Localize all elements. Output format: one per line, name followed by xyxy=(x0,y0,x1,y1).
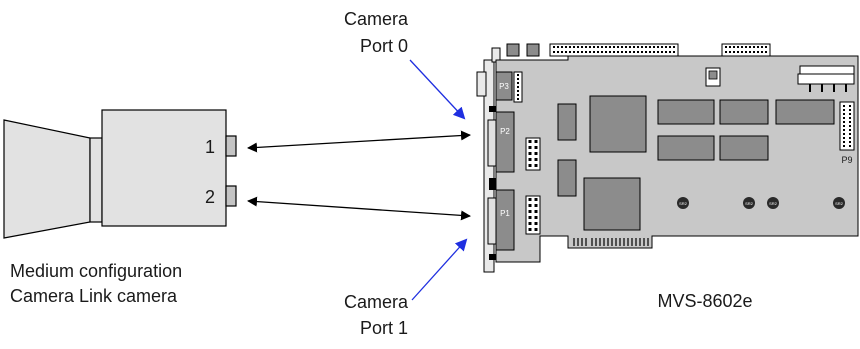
board-mark xyxy=(489,184,496,190)
connector-p1-label: P1 xyxy=(500,209,510,218)
camera-port-1-label-line-1: Camera xyxy=(344,292,409,312)
board-round-part-2: SR2 xyxy=(743,197,755,209)
camera-port-2-label: 2 xyxy=(205,187,215,207)
board-mark xyxy=(489,178,496,184)
camera-port-0-label-line-2: Port 0 xyxy=(360,36,408,56)
chip-left-top xyxy=(557,103,577,141)
board-bracket-lip xyxy=(476,71,487,97)
board-top-pad-2 xyxy=(526,43,540,57)
connector-p3-label: P3 xyxy=(499,82,509,91)
connector-p9 xyxy=(839,101,855,151)
connector-p9-label: P9 xyxy=(841,155,852,165)
board-top-header-2 xyxy=(721,43,771,57)
camera-port-1-pointer xyxy=(411,238,468,301)
board-edge-fingers xyxy=(573,238,649,246)
board-mark xyxy=(489,106,496,112)
svg-text:SR2: SR2 xyxy=(835,201,844,206)
camera-lens-ring xyxy=(89,137,103,223)
board-top-header-1 xyxy=(549,43,679,57)
camera-caption-line-1: Medium configuration xyxy=(10,261,182,281)
jumper-block-2 xyxy=(525,195,541,235)
chip-large-bottom xyxy=(583,177,641,231)
camera-body xyxy=(101,109,227,227)
board-top-pad-1 xyxy=(506,43,520,57)
chip-large-top xyxy=(589,95,647,153)
board-mark xyxy=(489,254,496,260)
frame-grabber-board: P3 P2 P1 xyxy=(476,43,859,273)
cable-arrow-port-1 xyxy=(247,130,471,153)
cable-arrow-port-2 xyxy=(247,196,471,221)
connector-p3 xyxy=(495,71,513,101)
camera-caption-line-2: Camera Link camera xyxy=(10,286,178,306)
board-name: MVS-8602e xyxy=(657,291,752,311)
camera: 1 2 xyxy=(3,109,237,239)
camera-lens xyxy=(3,119,91,239)
camera-port-0-pointer xyxy=(409,59,466,120)
power-connector xyxy=(797,65,855,92)
camera-port-1-label-line-2: Port 1 xyxy=(360,318,408,338)
camera-connector-2 xyxy=(225,185,237,207)
svg-text:SR2: SR2 xyxy=(745,201,754,206)
jumper-block-1 xyxy=(525,137,541,171)
connector-p1 xyxy=(495,189,515,251)
chip-mem-2 xyxy=(719,99,769,125)
camera-port-1-label: 1 xyxy=(205,137,215,157)
connector-p2-label: P2 xyxy=(500,127,510,136)
board-round-part-3: SR2 xyxy=(767,197,779,209)
board-round-part-1: SR2 xyxy=(677,197,689,209)
svg-text:SR2: SR2 xyxy=(769,201,778,206)
chip-left-bottom xyxy=(557,159,577,197)
chip-mem-3 xyxy=(775,99,835,125)
svg-text:SR2: SR2 xyxy=(679,201,688,206)
chip-mem-4 xyxy=(657,135,715,161)
board-round-part-4: SR2 xyxy=(833,197,845,209)
camera-connector-1 xyxy=(225,135,237,157)
camera-port-0-label-line-1: Camera xyxy=(344,9,409,29)
chip-mem-5 xyxy=(719,135,769,161)
connector-p2 xyxy=(495,111,515,173)
chip-mem-1 xyxy=(657,99,715,125)
